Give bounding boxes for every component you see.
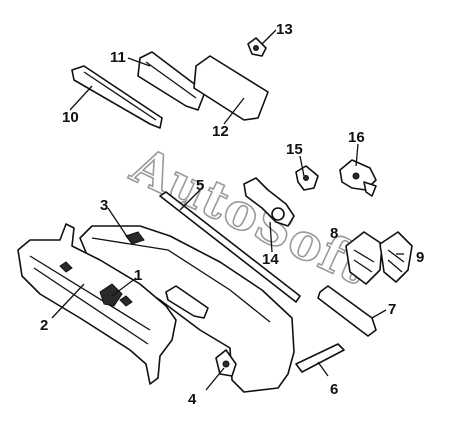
part-10-bracket [71, 65, 163, 129]
part-2-reinforcement [17, 223, 177, 385]
callout-8: 8 [330, 225, 338, 242]
part-5-trim-strip [159, 191, 301, 303]
callout-13: 13 [276, 21, 293, 38]
callout-12: 12 [212, 123, 229, 140]
part-16-bracket [339, 159, 377, 197]
callout-5: 5 [196, 177, 204, 194]
callout-1: 1 [134, 267, 142, 284]
callout-2: 2 [40, 317, 48, 334]
part-15-clip [295, 165, 319, 191]
part-8-lamp [345, 231, 383, 285]
callout-7: 7 [388, 301, 396, 318]
callout-10: 10 [62, 109, 79, 126]
part-9-lamp [379, 231, 413, 283]
callout-labels: 1 2 3 4 5 6 7 8 9 10 11 12 13 14 15 16 [40, 21, 424, 408]
part-12-plate [193, 55, 269, 121]
part-6-bar [295, 343, 345, 373]
part-11-plate-frame [137, 51, 206, 111]
part-1-bracket [99, 283, 123, 307]
part-14-assembly [243, 177, 295, 253]
callout-15: 15 [286, 141, 303, 158]
callout-4: 4 [188, 391, 197, 408]
part-4-clip [215, 349, 237, 377]
leader-lines [51, 29, 404, 391]
part-13-clip [247, 37, 267, 57]
callout-6: 6 [330, 381, 338, 398]
callout-9: 9 [416, 249, 424, 266]
part-7-rod [317, 285, 377, 337]
center-bracket [165, 285, 209, 319]
callout-11: 11 [110, 49, 126, 66]
callout-14: 14 [262, 251, 279, 268]
callout-16: 16 [348, 129, 365, 146]
callout-3: 3 [100, 197, 108, 214]
